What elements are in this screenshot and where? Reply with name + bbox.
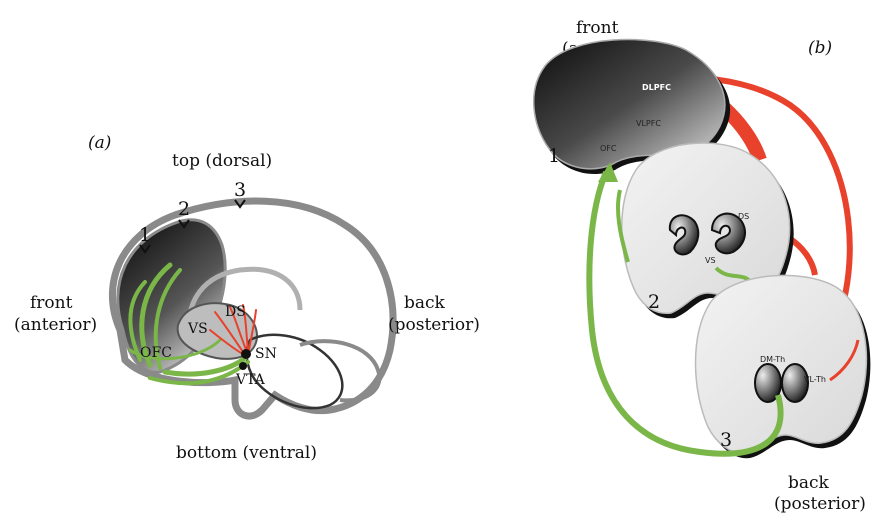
slice-number-1: 1: [548, 145, 560, 167]
back-label-a-2: (posterior): [388, 315, 480, 335]
region-ofc-b: OFC: [600, 144, 617, 153]
marker-3: 3: [234, 179, 246, 201]
front-label-b-1: front: [576, 18, 619, 38]
back-label-b-1: back: [788, 473, 830, 493]
marker-1: 1: [139, 224, 151, 246]
region-vs: VS: [187, 321, 208, 337]
panel-a: 1 2 3 (a) top (dorsal) bottom (ventral) …: [14, 133, 480, 463]
region-vlpfc: VLPFC: [636, 119, 661, 128]
top-label: top (dorsal): [172, 151, 272, 171]
front-label-a-2: (anterior): [14, 315, 97, 335]
region-vs-b: VS: [705, 256, 716, 265]
slice-number-3: 3: [720, 429, 732, 451]
panel-b-label: (b): [808, 38, 832, 58]
back-label-a-1: back: [404, 293, 446, 313]
back-label-b-2: (posterior): [774, 494, 866, 514]
region-ds-b: DS: [738, 212, 749, 221]
region-ds: DS: [225, 304, 246, 320]
region-dm-th: DM-Th: [760, 355, 785, 364]
front-label-a-1: front: [30, 293, 73, 313]
sn-node: [241, 349, 251, 359]
panel-b: front (anterior) (b) back (posterior) DL…: [534, 18, 871, 514]
marker-2: 2: [178, 198, 190, 220]
region-vl-th: VL-Th: [804, 375, 826, 384]
region-dlpfc: DLPFC: [642, 83, 671, 92]
panel-a-label: (a): [88, 133, 111, 153]
slice-number-2: 2: [648, 291, 660, 313]
region-ofc-a: OFC: [140, 345, 172, 361]
vta-node: [239, 362, 247, 370]
bottom-label: bottom (ventral): [176, 443, 317, 463]
region-vta: VTA: [235, 372, 266, 388]
region-sn: SN: [255, 346, 277, 362]
